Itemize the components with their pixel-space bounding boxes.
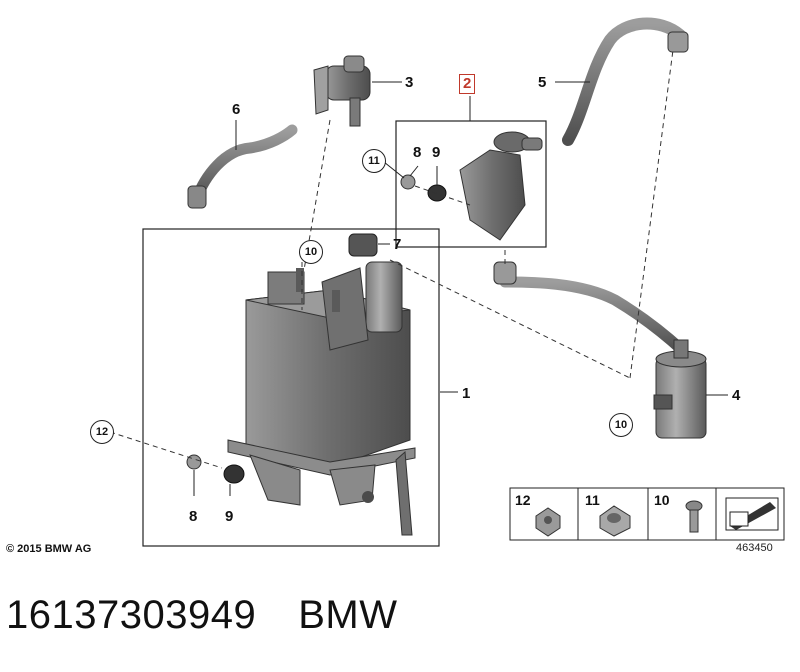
activated-carbon-canister (227, 261, 416, 536)
callout-2: 2 (459, 74, 476, 94)
callout-10-filter: 10 (609, 413, 633, 437)
filter-hose (499, 276, 688, 356)
part-number: 16137303949 (6, 593, 257, 637)
hose-5-connector (667, 31, 689, 53)
washer-top (400, 174, 416, 190)
callout-11: 11 (362, 149, 386, 173)
callout-8-top: 8 (413, 144, 422, 161)
grommet-bottom (223, 464, 245, 484)
copyright-notice: © 2015 BMW AG (6, 543, 92, 555)
callout-7: 7 (393, 236, 402, 253)
grommet-top (427, 184, 447, 202)
hose-6 (190, 124, 298, 206)
fuel-vent-filter (653, 339, 707, 439)
callout-4: 4 (732, 387, 741, 404)
legend-label-11: 11 (585, 492, 600, 508)
part-caption: 16137303949 BMW (6, 593, 439, 638)
legend-label-12: 12 (515, 492, 531, 508)
legend-label-10: 10 (654, 492, 670, 508)
rubber-pad (348, 233, 378, 257)
reference-number: 463450 (736, 542, 773, 554)
hose-6-connector (187, 185, 207, 209)
brand-name: BMW (298, 593, 398, 637)
callout-6: 6 (232, 101, 241, 118)
callout-5: 5 (538, 74, 547, 91)
callout-12: 12 (90, 420, 114, 444)
leader-lines (193, 81, 728, 496)
washer-bottom (186, 454, 202, 470)
callout-8-bottom: 8 (189, 508, 198, 525)
solenoid-valve (313, 55, 371, 127)
callout-9-top: 9 (432, 144, 441, 161)
tank-vent-valve (459, 131, 543, 241)
callout-3: 3 (405, 74, 414, 91)
hardware-legend (509, 487, 785, 541)
valve-frame (395, 120, 547, 248)
callout-9-bottom: 9 (225, 508, 234, 525)
callout-10-top: 10 (299, 240, 323, 264)
canister-frame (142, 228, 440, 547)
filter-hose-connector (493, 261, 517, 285)
callout-1: 1 (462, 385, 471, 402)
hose-5 (562, 17, 686, 146)
